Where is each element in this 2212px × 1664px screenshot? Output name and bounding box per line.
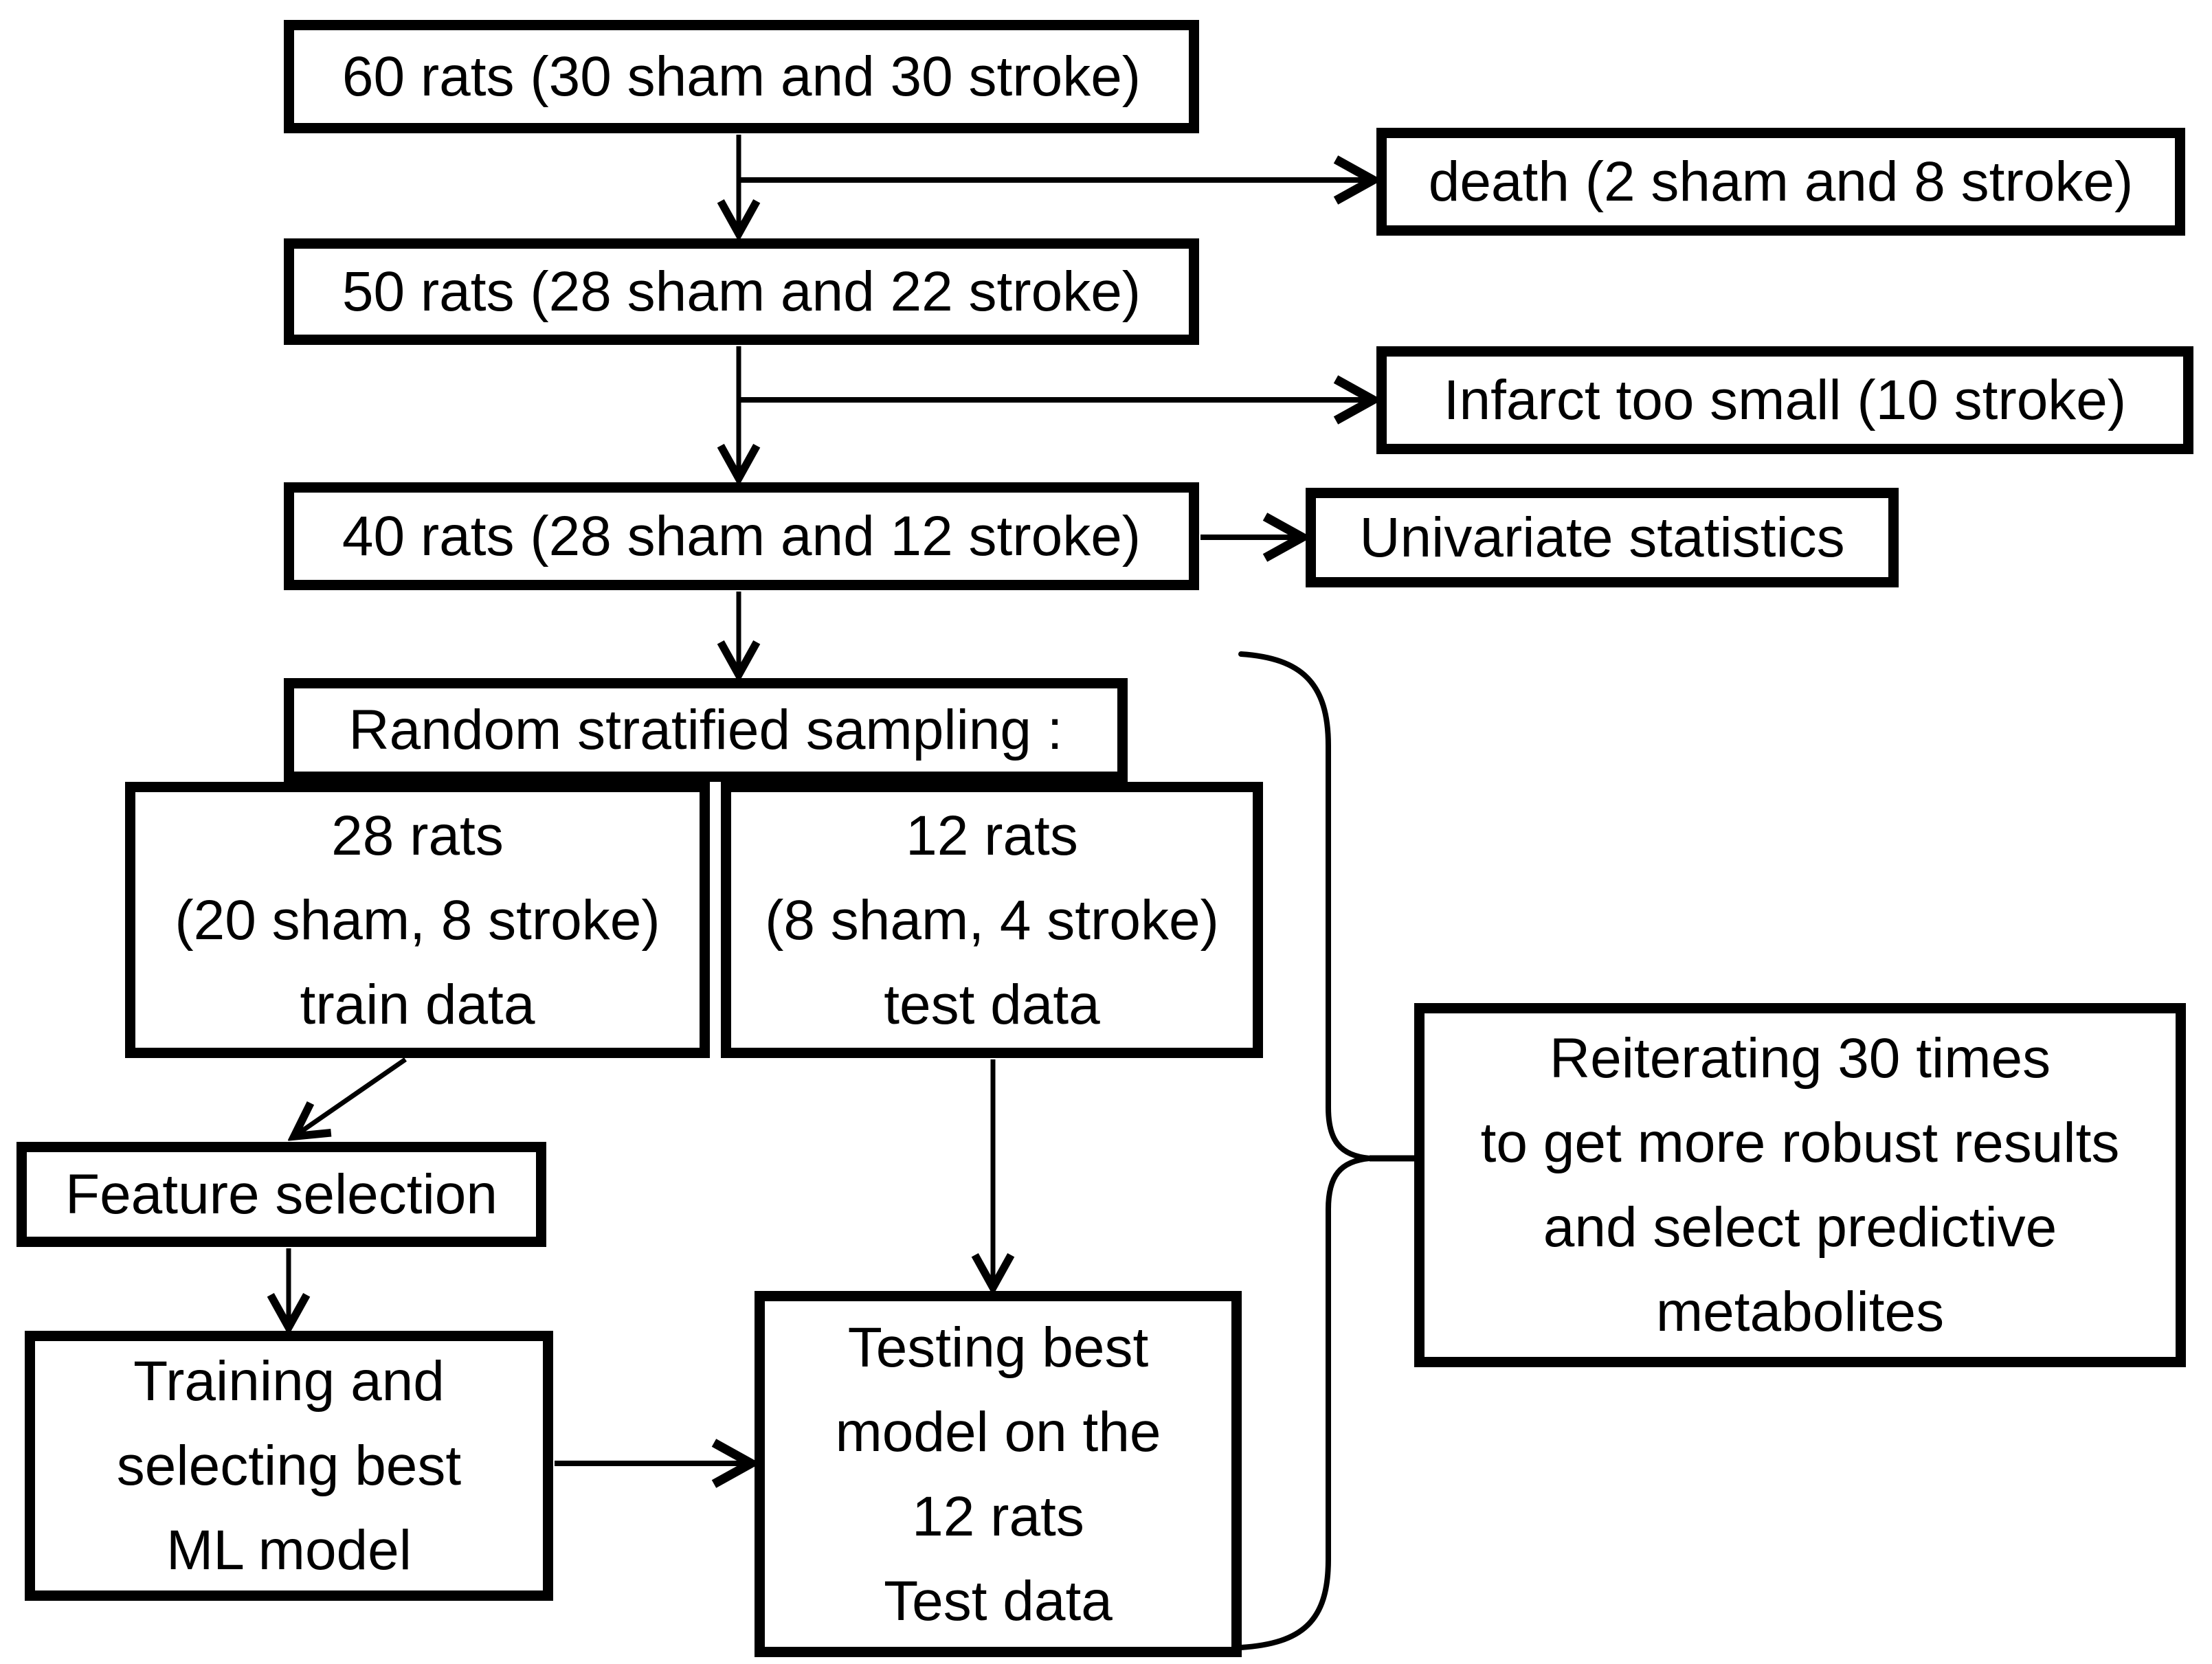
box-death: death (2 sham and 8 stroke) [1376,128,2185,236]
box-infarct-too-small: Infarct too small (10 stroke) [1376,346,2193,454]
box-train-data: 28 rats (20 sham, 8 stroke) train data [125,782,710,1058]
box-reiterating-30-times: Reiterating 30 times to get more robust … [1414,1003,2186,1367]
box-40-rats: 40 rats (28 sham and 12 stroke) [284,482,1199,590]
arrow-train-to-feature [294,1057,407,1136]
box-testing-best-model: Testing best model on the 12 rats Test d… [755,1291,1242,1657]
box-60-rats: 60 rats (30 sham and 30 stroke) [284,20,1199,133]
box-training-ml-model: Training and selecting best ML model [25,1331,553,1601]
box-univariate-statistics: Univariate statistics [1306,488,1899,587]
box-feature-selection: Feature selection [16,1142,546,1247]
box-test-data: 12 rats (8 sham, 4 stroke) test data [721,782,1263,1058]
box-50-rats: 50 rats (28 sham and 22 stroke) [284,238,1199,345]
box-random-stratified-sampling: Random stratified sampling : [284,678,1128,782]
